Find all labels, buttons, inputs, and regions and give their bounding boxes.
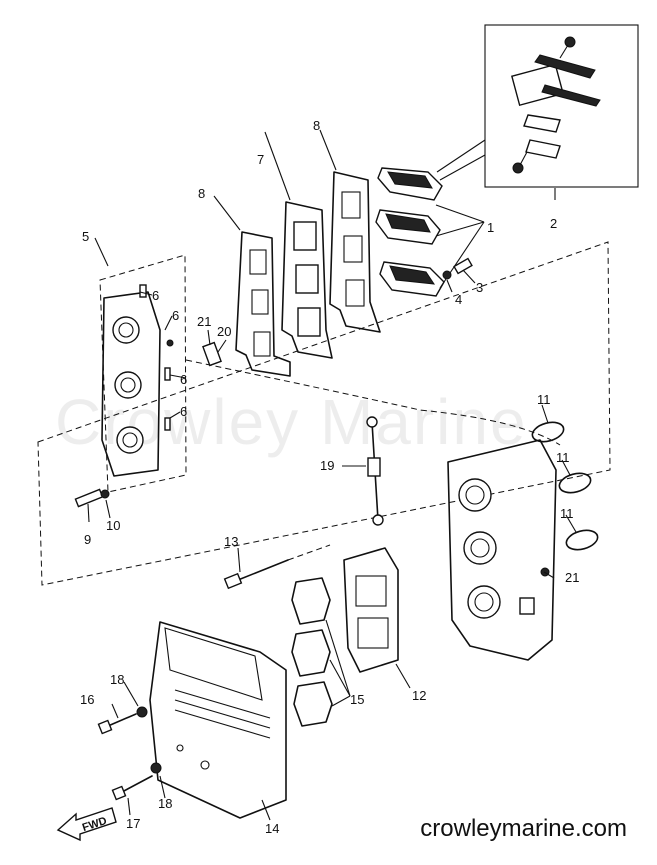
callout-8a: 8 (198, 186, 205, 201)
site-url: crowleymarine.com (420, 815, 627, 842)
leader-lines (87, 129, 577, 821)
callout-8b: 8 (313, 118, 320, 133)
manifold-housing (447, 439, 557, 661)
callout-9: 9 (84, 532, 91, 547)
callout-1: 1 (487, 220, 494, 235)
o-rings (531, 421, 599, 551)
callout-7: 7 (257, 152, 264, 167)
silencer-cover (149, 621, 287, 819)
callout-11a: 11 (537, 392, 551, 407)
callout-11c: 11 (560, 506, 574, 521)
callout-2: 2 (550, 216, 557, 231)
long-bolt (223, 544, 331, 590)
callout-12: 12 (412, 688, 426, 703)
reed-valve-detail-inset (484, 24, 639, 188)
callout-14: 14 (265, 821, 279, 836)
callout-16: 16 (80, 692, 94, 707)
reed-valve-assemblies (375, 167, 485, 297)
bolt-and-washer (74, 488, 110, 508)
callout-20: 20 (217, 324, 231, 339)
callout-6c: 6 (180, 372, 187, 387)
callout-6b: 6 (172, 308, 179, 323)
intake-gaskets (235, 171, 381, 377)
callout-19: 19 (320, 458, 334, 473)
callout-18a: 18 (110, 672, 124, 687)
port-gaskets (291, 577, 333, 727)
callout-6a: 6 (152, 288, 159, 303)
callout-21a: 21 (197, 314, 211, 329)
callout-17: 17 (126, 816, 140, 831)
callout-5: 5 (82, 229, 89, 244)
intake-manifold-assembly (99, 254, 187, 493)
alignment-line (185, 359, 561, 446)
callout-21b: 21 (565, 570, 579, 585)
forward-arrow-icon: FWD (56, 807, 117, 842)
link-rod (366, 416, 384, 526)
callout-11b: 11 (556, 450, 570, 465)
callout-13: 13 (224, 534, 238, 549)
callout-10: 10 (106, 518, 120, 533)
screw-and-washer (442, 257, 476, 293)
assembly-outline (37, 241, 611, 586)
dowel-pins (202, 341, 222, 367)
callout-6d: 6 (180, 404, 187, 419)
callout-15: 15 (350, 692, 364, 707)
silencer-gasket (343, 547, 399, 673)
callout-4: 4 (455, 292, 462, 307)
callout-3: 3 (476, 280, 483, 295)
cover-bolts (97, 706, 162, 801)
callout-18b: 18 (158, 796, 172, 811)
callout-numbers: 1 2 3 4 5 6 6 6 6 7 8 8 9 10 11 11 11 12… (80, 118, 579, 836)
inset-leader (436, 139, 486, 181)
